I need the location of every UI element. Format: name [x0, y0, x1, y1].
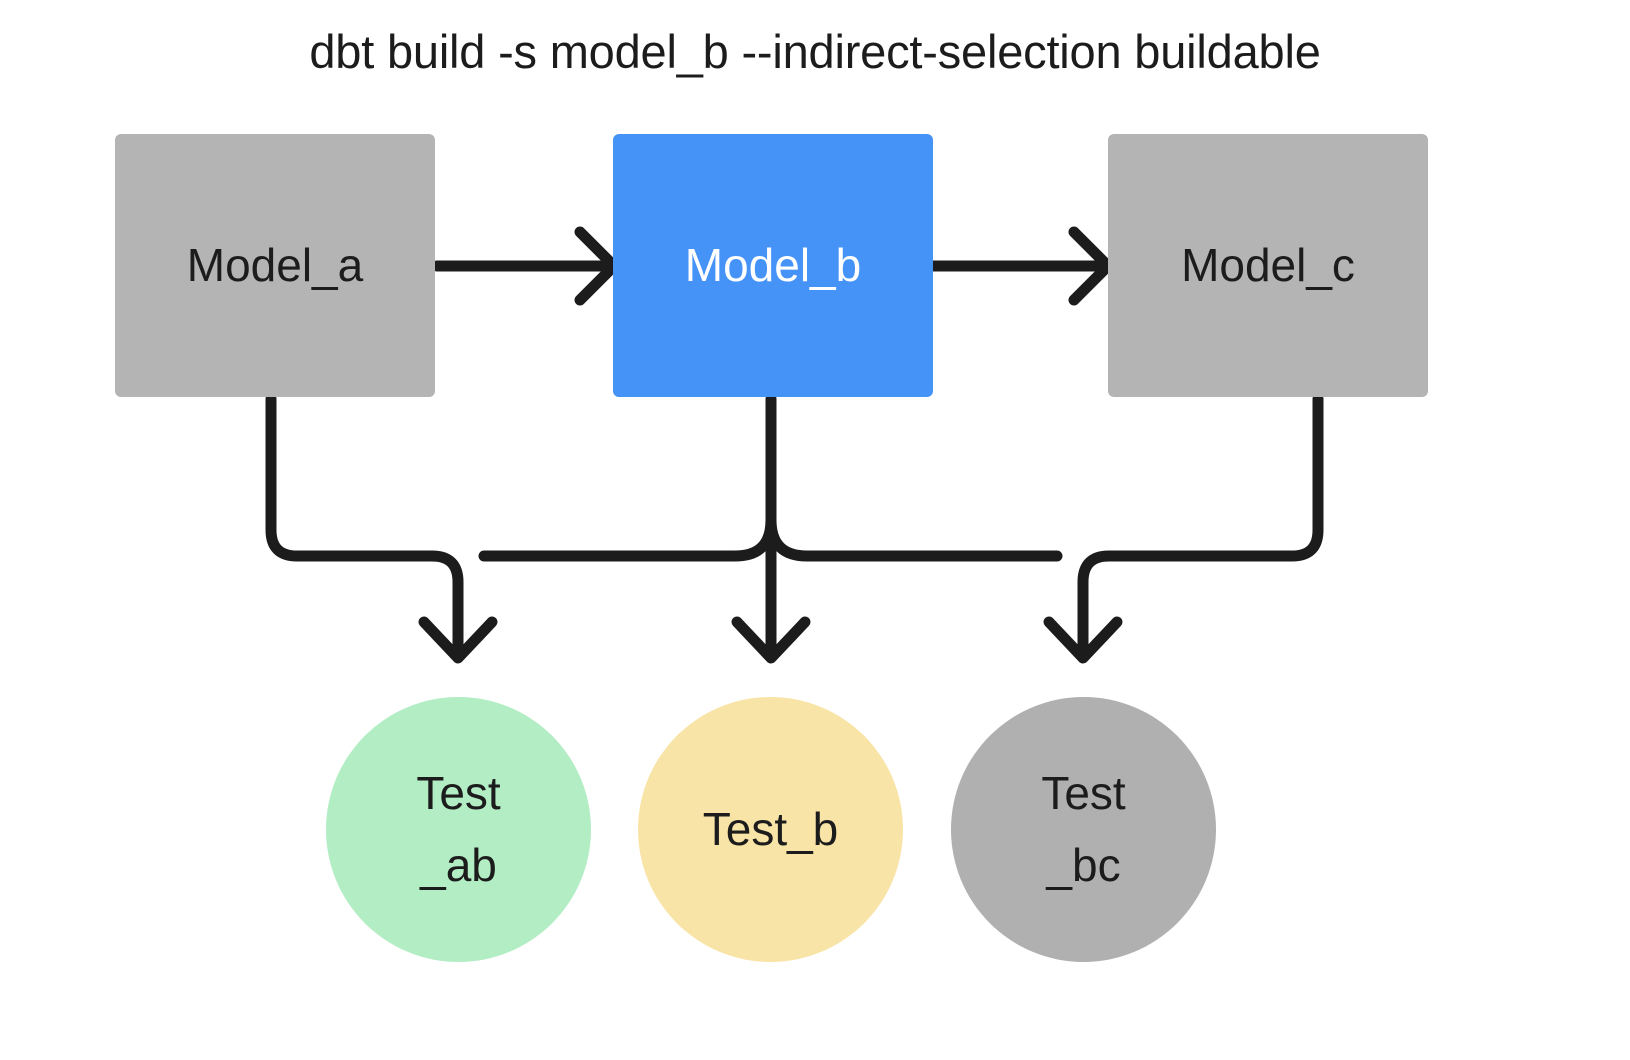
edge-model-b-to-test-bc	[765, 514, 1063, 562]
node-model-b-label: Model_b	[684, 238, 862, 291]
node-test-ab-label: Test _ab	[416, 767, 501, 891]
arrowhead-test-ab-in	[418, 616, 498, 664]
node-test-ab[interactable]: Test _ab	[326, 697, 591, 962]
edge-model-b-to-test-ab	[478, 514, 777, 562]
node-model-a-label: Model_a	[186, 238, 364, 291]
arrowhead-test-bc-in	[1043, 616, 1123, 664]
node-model-a[interactable]: Model_a	[115, 134, 435, 397]
diagram-title: dbt build -s model_b --indirect-selectio…	[309, 25, 1321, 78]
edge-model-a-to-test-ab	[265, 393, 464, 658]
node-test-bc[interactable]: Test _bc	[951, 697, 1216, 962]
arrowhead-test-b-in	[731, 616, 811, 664]
node-model-b[interactable]: Model_b	[613, 134, 933, 397]
node-test-bc-label: Test _bc	[1041, 767, 1126, 891]
node-test-b-label: Test_b	[702, 802, 839, 855]
edge-model-c-to-test-bc	[1077, 393, 1324, 658]
node-model-c-label: Model_c	[1181, 238, 1355, 291]
node-test-b[interactable]: Test_b	[638, 697, 903, 962]
node-model-c[interactable]: Model_c	[1108, 134, 1428, 397]
